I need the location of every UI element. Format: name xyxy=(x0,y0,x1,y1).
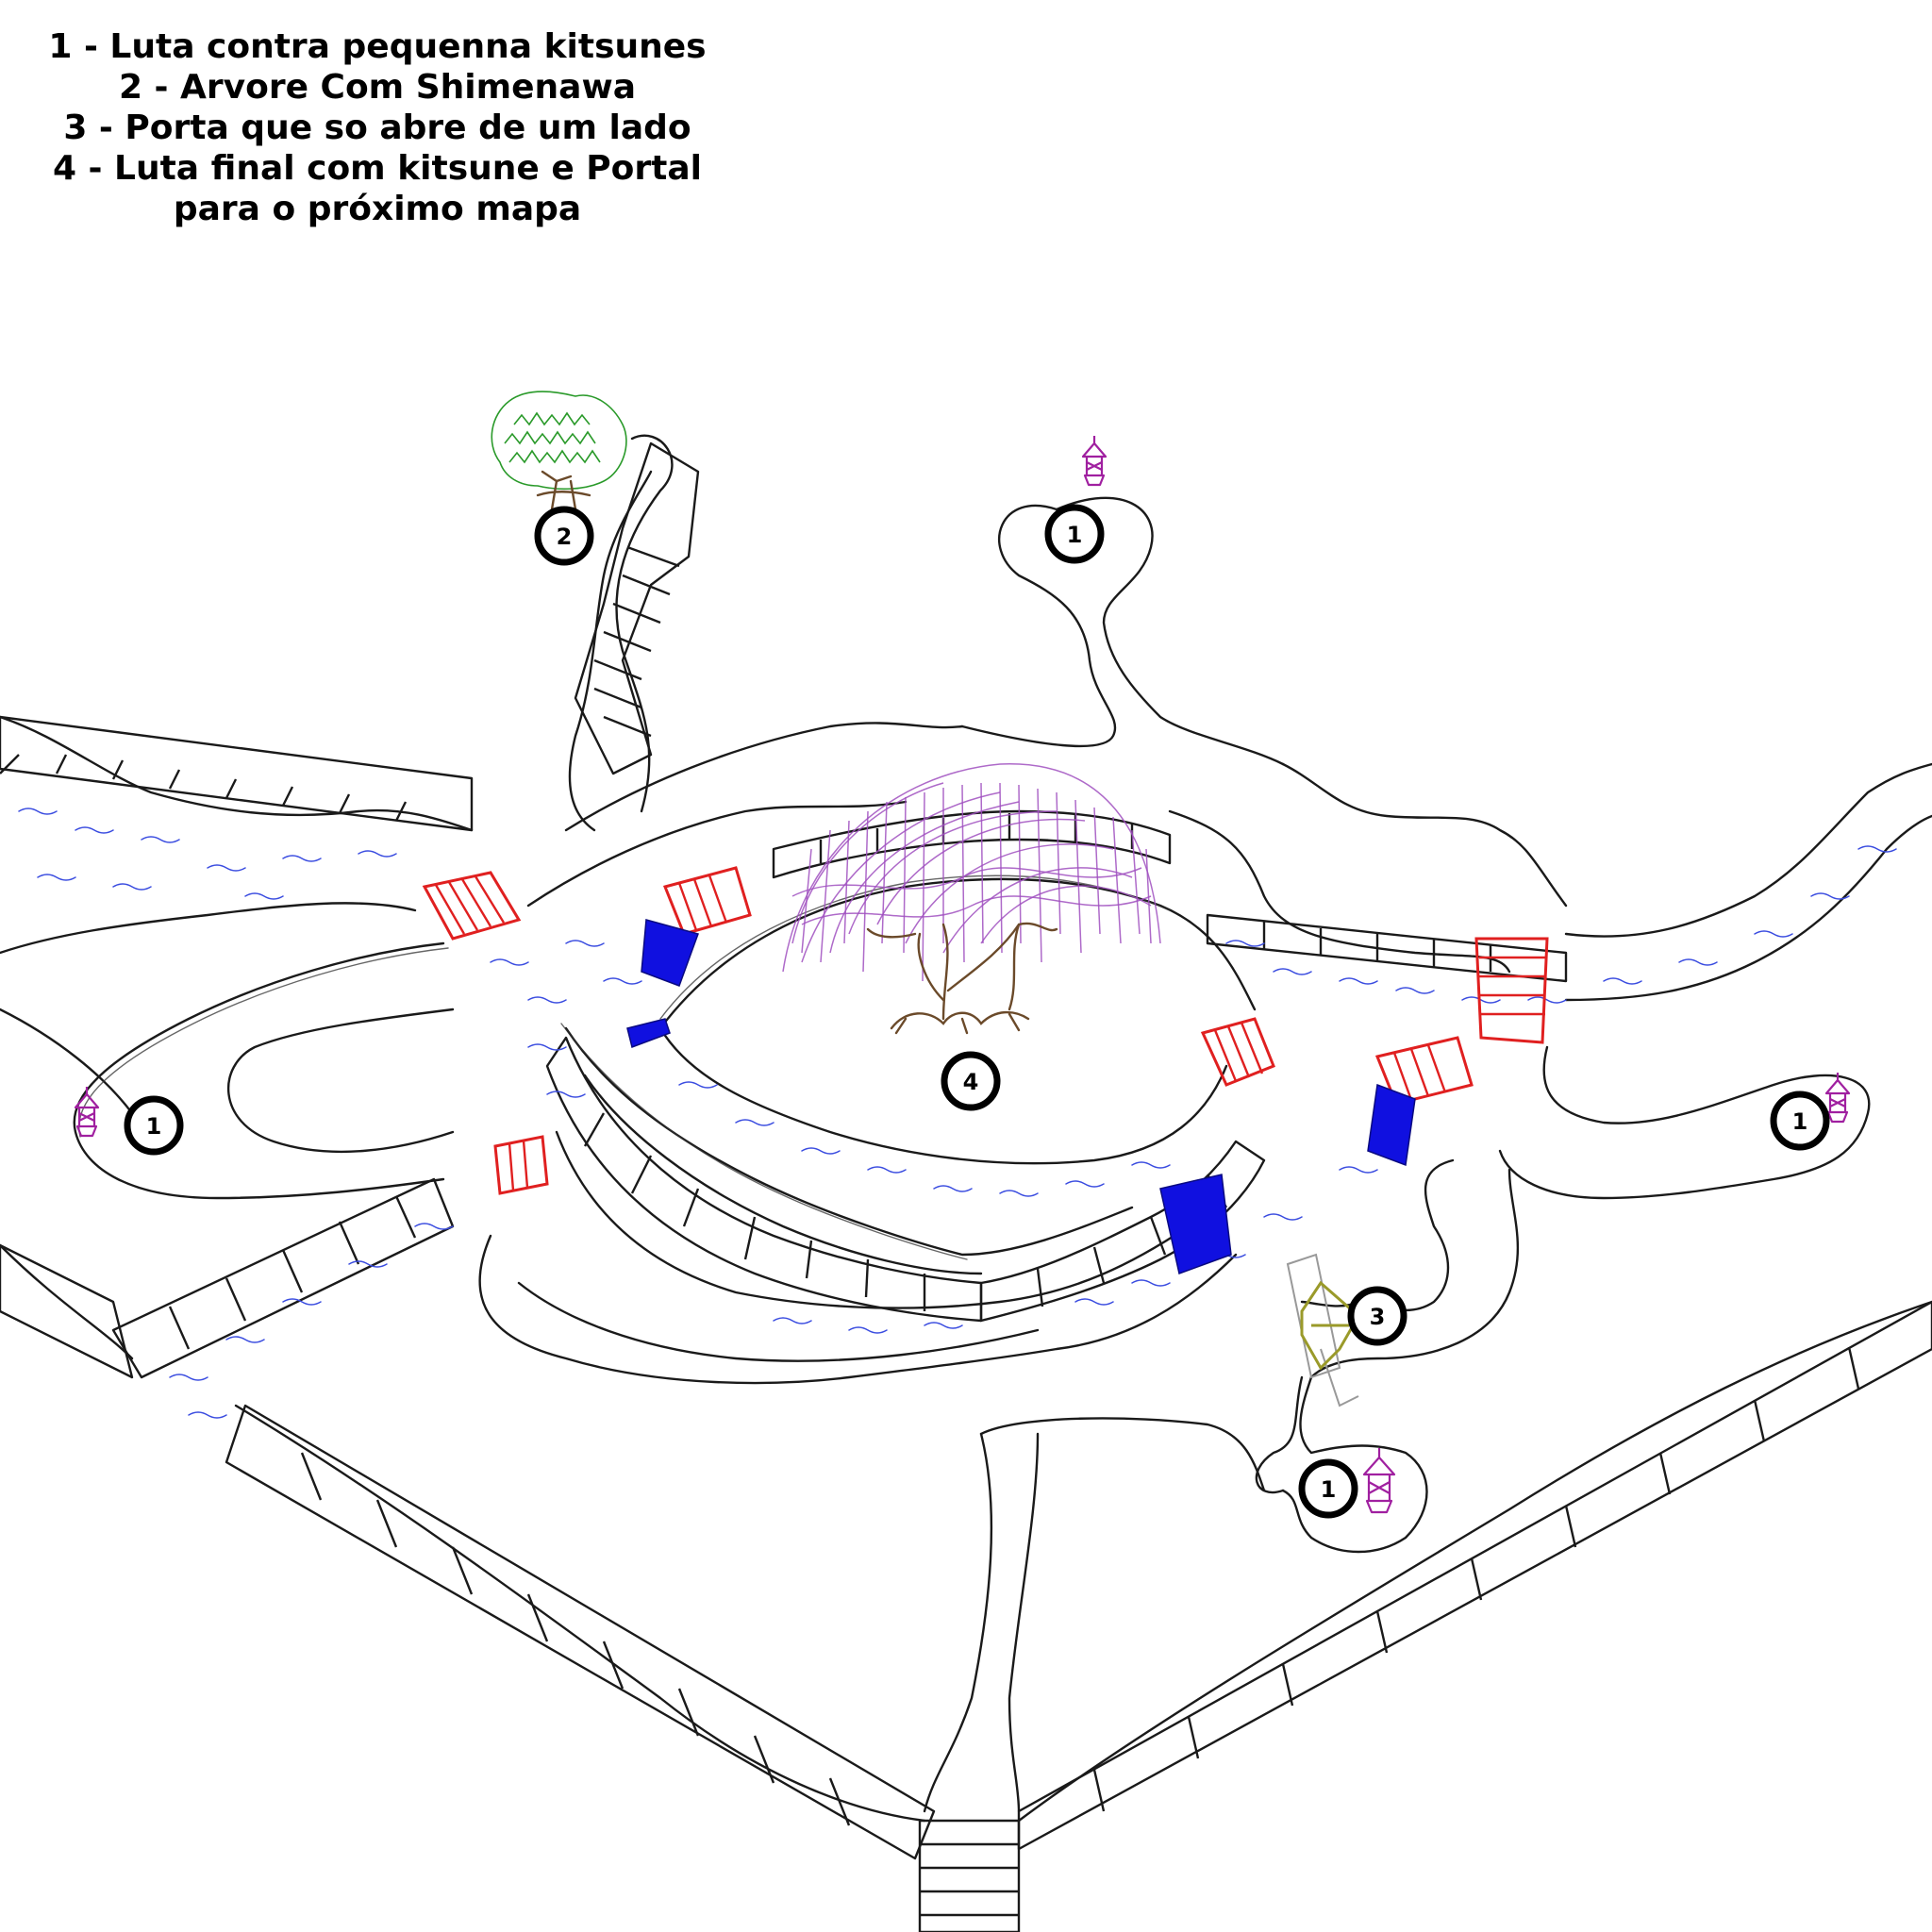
marker-1-west[interactable]: 1 xyxy=(124,1095,184,1156)
svg-text:1: 1 xyxy=(1067,522,1083,548)
stone-lantern-icon xyxy=(1362,1448,1396,1514)
waterfalls xyxy=(626,919,1416,1274)
svg-text:1: 1 xyxy=(1792,1108,1808,1135)
svg-text:2: 2 xyxy=(557,524,573,550)
svg-text:1: 1 xyxy=(1321,1476,1337,1503)
map-legend: 1 - Luta contra pequenna kitsunes 2 - Ar… xyxy=(0,26,755,229)
red-bridge-icon xyxy=(1200,1017,1275,1087)
map-markers: 1 1 1 1 2 3 4 xyxy=(124,504,1830,1519)
marker-3[interactable]: 3 xyxy=(1347,1286,1407,1346)
one-way-door-icon xyxy=(1286,1253,1360,1407)
corridor-outlines xyxy=(0,434,1932,1823)
svg-text:1: 1 xyxy=(146,1113,162,1140)
river-water xyxy=(18,808,1897,1419)
lanterns xyxy=(74,436,1851,1514)
waterfall-icon xyxy=(641,919,699,987)
stone-lantern-icon xyxy=(74,1087,100,1138)
stone-lantern-icon xyxy=(1824,1073,1851,1124)
svg-text:3: 3 xyxy=(1370,1304,1386,1330)
svg-text:4: 4 xyxy=(963,1069,979,1095)
marker-1-east[interactable]: 1 xyxy=(1770,1091,1830,1151)
waterfall-icon xyxy=(626,1018,671,1048)
red-bridge-icon xyxy=(1374,1036,1474,1106)
legend-line-1: 1 - Luta contra pequenna kitsunes xyxy=(48,27,707,66)
marker-4[interactable]: 4 xyxy=(941,1051,1001,1111)
red-bridge-icon xyxy=(662,866,752,936)
kitsune-willow-tree-icon xyxy=(782,763,1161,1035)
legend-line-2: 2 - Arvore Com Shimenawa xyxy=(118,68,637,107)
marker-1-south[interactable]: 1 xyxy=(1298,1458,1358,1519)
shimenawa-tree-icon xyxy=(491,391,627,511)
marker-2[interactable]: 2 xyxy=(534,506,594,566)
waterfall-icon xyxy=(1159,1174,1232,1274)
legend-line-4: 4 - Luta final com kitsune e Portal xyxy=(52,149,703,188)
stone-walls xyxy=(0,441,1932,1932)
bridges xyxy=(422,866,1549,1195)
marker-1-north[interactable]: 1 xyxy=(1044,504,1105,564)
red-bridge-icon xyxy=(422,871,522,941)
legend-line-5: para o próximo mapa xyxy=(173,190,582,228)
stone-lantern-icon xyxy=(1081,436,1108,487)
waterfall-icon xyxy=(1367,1083,1416,1167)
red-bridge-icon xyxy=(1474,937,1549,1044)
legend-line-3: 3 - Porta que so abre de um lado xyxy=(63,108,691,147)
red-bridge-icon xyxy=(493,1135,549,1195)
